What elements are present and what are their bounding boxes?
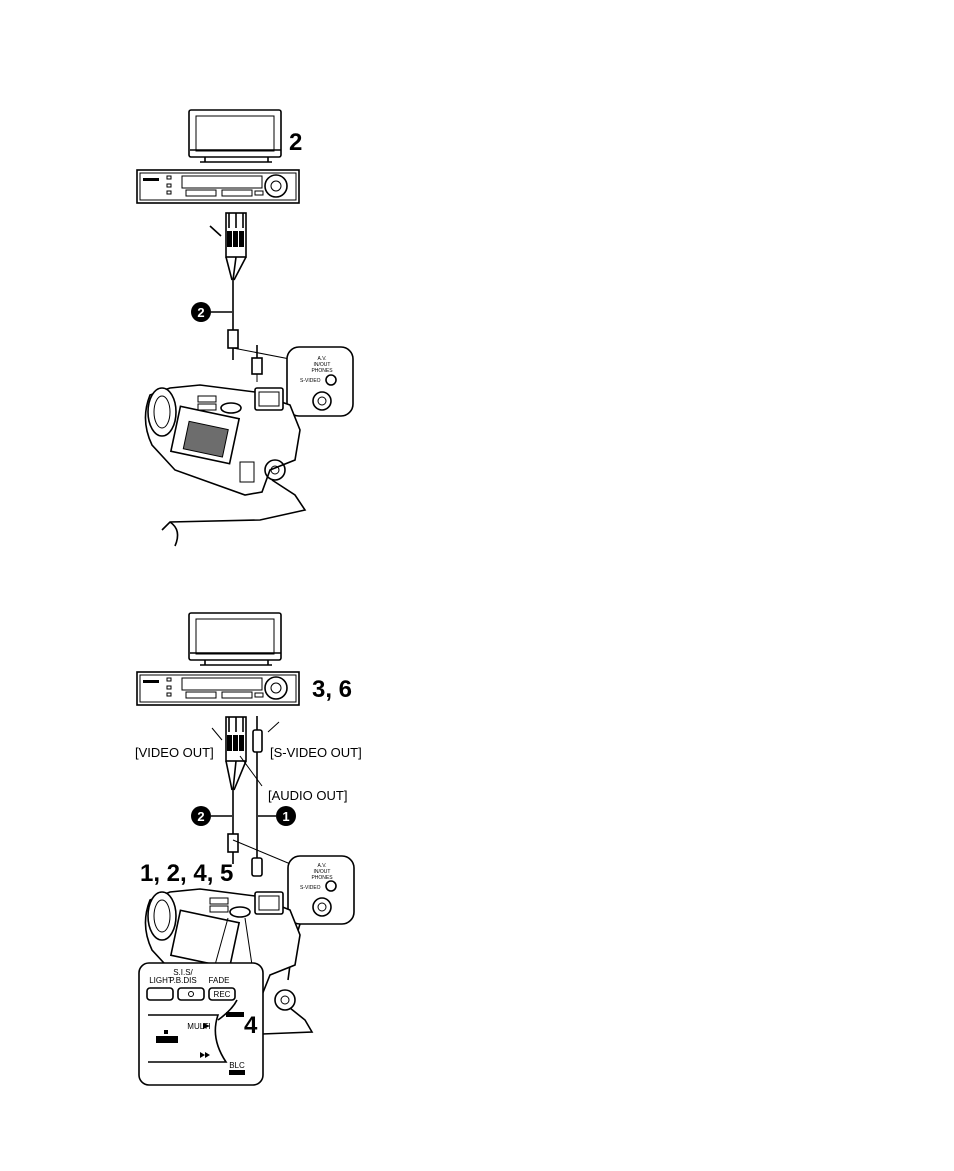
svg-text:PHONES: PHONES — [311, 368, 333, 374]
zoom-step-label-4: 4 — [244, 1012, 258, 1039]
mini-plug-top — [228, 330, 238, 348]
vcr-top — [137, 170, 299, 203]
rec-label: REC — [214, 990, 231, 999]
vcr-bottom — [137, 672, 299, 705]
svg-text:S-VIDEO: S-VIDEO — [300, 378, 321, 384]
step-label-3-6: 3, 6 — [312, 676, 352, 703]
fade-label: FADE — [209, 976, 230, 985]
bottom-diagram: 3, 6 [VIDEO OUT] [S-VIDEO — [135, 613, 362, 1085]
step-label-2: 2 — [289, 129, 302, 156]
button-zoom-panel: S.I.S/ P.B.DIS LIGHT FADE REC MULTI BLC … — [139, 963, 263, 1085]
video-out-label: [VIDEO OUT] — [135, 745, 214, 760]
svg-text:2: 2 — [197, 305, 204, 320]
svg-text:P.B.DIS: P.B.DIS — [169, 976, 196, 985]
top-diagram: 2 — [137, 110, 353, 546]
svg-text:S-VIDEO: S-VIDEO — [300, 885, 321, 891]
audio-out-label: [AUDIO OUT] — [268, 788, 347, 803]
cable-marker-2-bottom: 2 — [191, 806, 232, 826]
jack-callout-bottom: A.V. IN/OUT PHONES S-VIDEO — [288, 856, 354, 980]
svg-text:2: 2 — [197, 809, 204, 824]
cable-marker-2-top: 2 — [191, 302, 232, 322]
light-button[interactable] — [147, 988, 173, 1000]
svg-text:1: 1 — [282, 809, 289, 824]
camcorder-top — [145, 385, 305, 546]
light-label: LIGHT — [149, 976, 173, 985]
tv-top — [189, 110, 281, 162]
svideo-out-label: [S-VIDEO OUT] — [270, 745, 362, 760]
blc-label: BLC — [229, 1061, 245, 1070]
tv-bottom — [189, 613, 281, 665]
cable-marker-1-bottom: 1 — [258, 806, 296, 826]
step-label-1-2-4-5: 1, 2, 4, 5 — [140, 860, 233, 887]
svideo-plug-top — [252, 358, 262, 374]
mini-plug-bottom — [228, 834, 238, 852]
svg-text:PHONES: PHONES — [311, 875, 333, 881]
sis-pbdis-button[interactable] — [178, 988, 204, 1000]
